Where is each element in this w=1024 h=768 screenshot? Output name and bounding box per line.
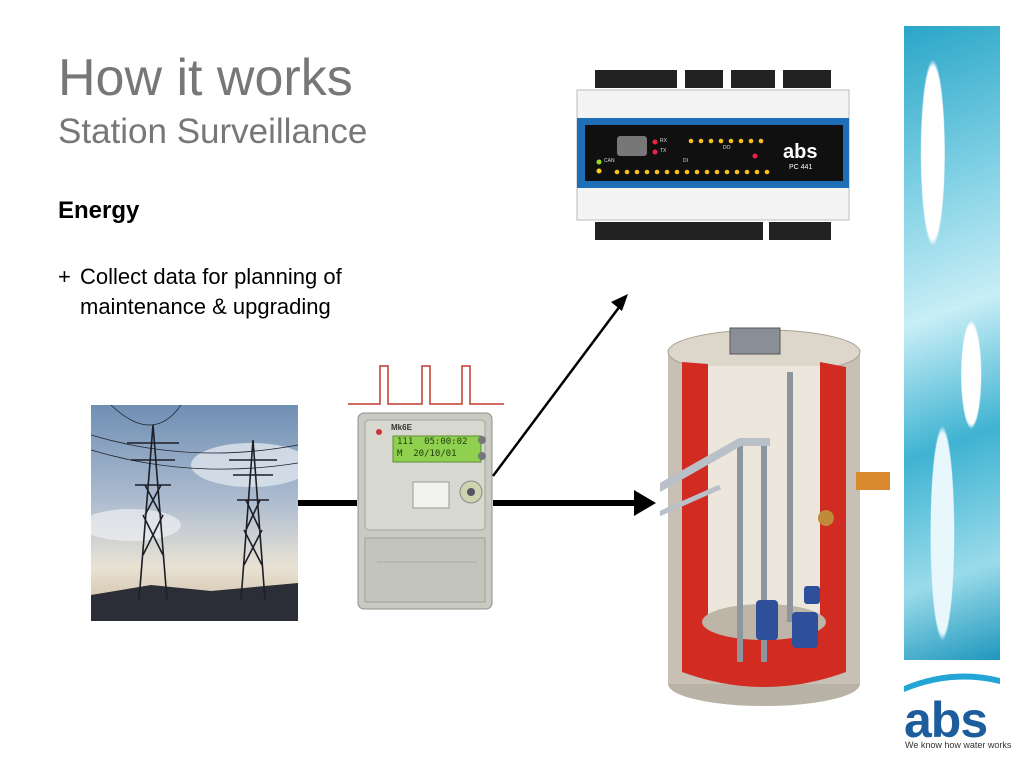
arrowhead-controller-icon	[611, 294, 628, 311]
arrowhead-station-icon	[634, 490, 656, 516]
led-label-can: CAN	[604, 158, 615, 164]
pc441-controller: abs PC 441 RX TX CAN DO DI	[575, 70, 851, 240]
water-texture-image	[904, 26, 1000, 660]
led-label-rx: RX	[660, 138, 667, 144]
meter-brand: Mk6E	[391, 423, 412, 432]
logo-wave-icon	[904, 673, 1000, 692]
slide-subtitle: Station Surveillance	[58, 112, 368, 151]
controller-model: PC 441	[789, 164, 813, 171]
meter-display-line1: 111 05:00:02	[397, 437, 468, 447]
logo-tagline: We know how water works	[905, 740, 1012, 750]
section-heading: Energy	[58, 197, 140, 224]
slide-title: How it works	[58, 49, 353, 107]
pump-station-image	[660, 327, 890, 706]
energy-meter: Mk6E 111 05:00:02 M 20/10/01	[357, 412, 493, 610]
power-pylons-image	[91, 405, 298, 621]
pulse-signal-icon	[348, 365, 504, 405]
led-label-tx: TX	[660, 148, 667, 154]
meter-display-line2: M 20/10/01	[397, 449, 457, 459]
bullet-mark: +	[58, 264, 71, 289]
arrow-meter-to-controller	[491, 305, 622, 477]
bullet-text: Collect data for planning of maintenance…	[80, 264, 342, 319]
abs-logo: abs	[904, 692, 988, 748]
di-label: DI	[683, 158, 688, 164]
do-label: DO	[723, 145, 731, 151]
controller-brand: abs	[783, 141, 818, 163]
